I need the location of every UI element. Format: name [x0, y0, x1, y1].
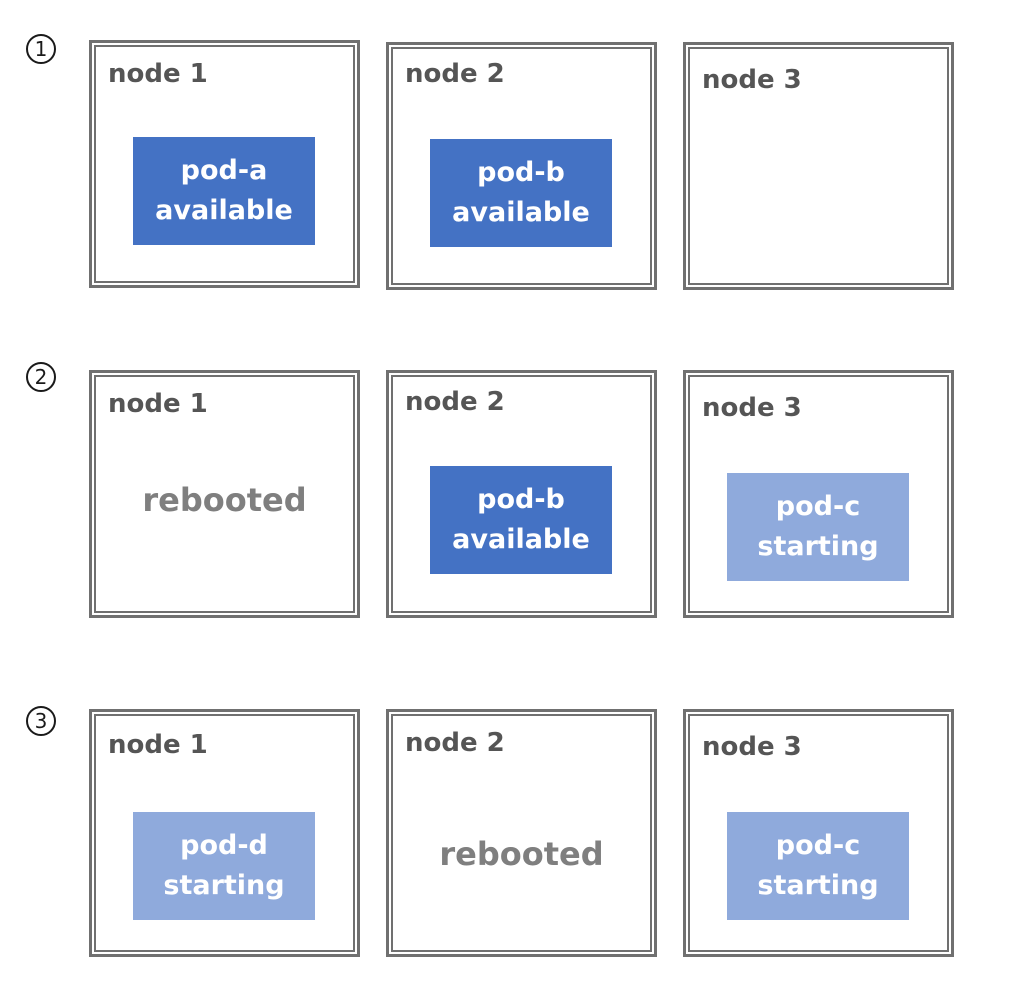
node-3-box: node 3: [683, 42, 954, 290]
pod-card: pod-b available: [430, 466, 612, 574]
pod-name: pod-b: [477, 156, 565, 188]
pod-card: pod-b available: [430, 139, 612, 247]
node-1-box: node 1 rebooted: [89, 370, 360, 618]
pod-name: pod-a: [180, 154, 268, 186]
step-marker-2: 2: [26, 362, 56, 392]
pod-status: available: [452, 524, 590, 555]
pod-card: pod-c starting: [727, 473, 909, 581]
pod-card: pod-c starting: [727, 812, 909, 920]
node-label: node 1: [108, 389, 208, 419]
rebooted-text: rebooted: [439, 835, 604, 873]
node-label: node 2: [405, 387, 505, 417]
node-2-box: node 2 pod-b available: [386, 370, 657, 618]
step-marker-3: 3: [26, 706, 56, 736]
pod-name: pod-c: [775, 829, 861, 861]
node-label: node 1: [108, 59, 208, 89]
pod-card: pod-a available: [133, 137, 315, 245]
pod-status: starting: [163, 870, 285, 901]
pod-name: pod-b: [477, 483, 565, 515]
node-label: node 3: [702, 65, 802, 95]
pod-card: pod-d starting: [133, 812, 315, 920]
pod-status: starting: [757, 870, 879, 901]
node-label: node 1: [108, 730, 208, 760]
node-3-box: node 3 pod-c starting: [683, 709, 954, 957]
pod-name: pod-d: [180, 829, 268, 861]
node-label: node 3: [702, 732, 802, 762]
node-1-box: node 1 pod-d starting: [89, 709, 360, 957]
rebooted-text: rebooted: [142, 481, 307, 519]
pod-name: pod-c: [775, 490, 861, 522]
node-1-box: node 1 pod-a available: [89, 40, 360, 288]
pod-status: available: [452, 197, 590, 228]
node-2-box: node 2 rebooted: [386, 709, 657, 957]
node-label: node 2: [405, 59, 505, 89]
node-label: node 3: [702, 393, 802, 423]
node-3-box: node 3 pod-c starting: [683, 370, 954, 618]
node-label: node 2: [405, 728, 505, 758]
pod-status: starting: [757, 531, 879, 562]
step-marker-1: 1: [26, 34, 56, 64]
pod-status: available: [155, 195, 293, 226]
node-2-box: node 2 pod-b available: [386, 42, 657, 290]
